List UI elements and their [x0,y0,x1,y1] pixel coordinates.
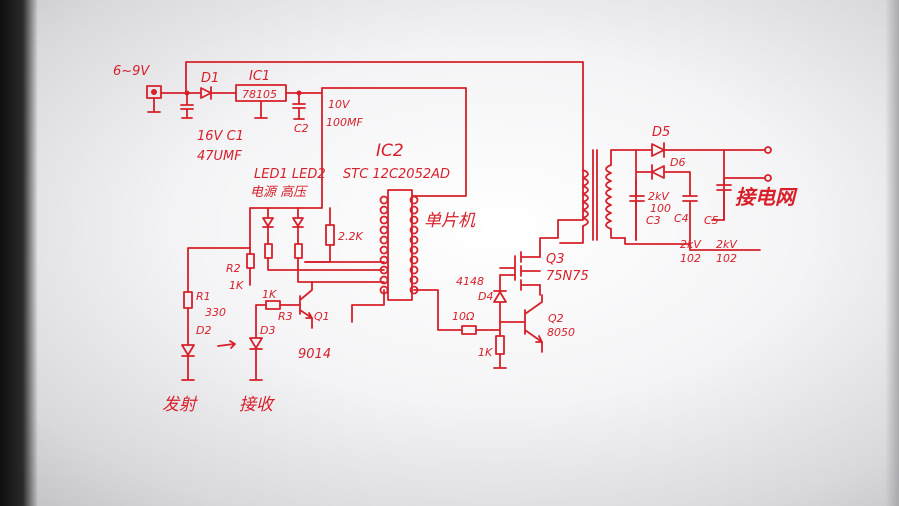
c4-value-label: 102 [680,252,701,265]
r2-value-label: 1K [229,279,244,292]
d4-part-label: 4148 [456,275,484,288]
r1-value-label: 330 [205,306,226,319]
d1-label: D1 [201,71,219,86]
d3-ir-receiver [249,337,263,381]
c4-voltage-label: 2kV [680,238,702,251]
d1-diode [200,86,212,100]
power-input-jack [146,85,162,113]
c3-voltage-label: 2kV [648,190,670,203]
receive-label: 接收 [239,395,275,415]
d5-diode [651,142,665,158]
transmit-label: 发射 [162,395,198,415]
r-1k-b-label: 1K [478,346,493,359]
r2-label: R2 [226,262,241,275]
r-2k2 [325,224,335,246]
secondary-wire [610,149,653,239]
d2-ir-led [181,344,195,381]
r1-resistor [183,291,193,309]
r2-resistor [246,253,255,269]
r-2k2-label: 2.2K [338,230,363,243]
ic2-pins-left [379,195,389,295]
r-1k-b [495,335,505,355]
q2-label: Q2 [548,312,564,325]
c2-capacitor [292,92,306,120]
c5-capacitor [711,149,732,221]
r-10-label: 10Ω [452,310,475,323]
q2-part-label: 8050 [547,326,575,339]
c1-capacitor [180,92,194,119]
c5-voltage-label: 2kV [716,238,738,251]
q1-part-label: 9014 [298,347,331,362]
d3-label: D3 [260,324,275,337]
r3-value-label: 1K [262,288,277,301]
r3-label: R3 [278,310,293,323]
c2-label: C2 [294,122,309,135]
r-10-ohm [461,325,477,335]
d6-diode [651,164,665,180]
d4-diode [493,274,516,323]
supply-voltage-label: 6~9V [113,64,150,79]
top-rail-to-transformer [185,61,584,171]
led-description: 电源 高压 [250,185,308,200]
c1-value-label: 16V C1 [197,129,244,144]
led2 [292,217,304,241]
grid-label: 接电网 [735,185,798,209]
ic2-ground [351,289,385,323]
led-labels: LED1 LED2 [254,167,326,182]
q1-label: Q1 [314,310,330,323]
c4-label: C4 [674,212,689,225]
c5-label: C5 [704,214,719,227]
c2-cap-label: 100MF [326,116,363,129]
d6-label: D6 [670,156,685,169]
c3-value-label: 100 [650,202,671,215]
r1-label: R1 [196,290,211,303]
d2-label: D2 [196,324,211,337]
led1 [262,217,274,241]
ic2-output-wire [413,289,463,331]
vcc-rail [311,87,467,197]
q3-part-label: 75N75 [546,269,589,284]
ic2-part-label: STC 12C2052AD [343,167,450,182]
q2-transistor [499,294,543,353]
c3-capacitor [629,179,645,241]
c5-value-label: 102 [716,252,737,265]
led-vcc-wire [249,92,323,249]
mcu-label: 单片机 [424,211,476,231]
q3-mosfet [499,169,584,296]
c3-label: C3 [646,214,661,227]
left-power-wire [187,247,251,293]
d5-label: D5 [652,125,670,140]
d4-label: D4 [478,290,493,303]
c4-capacitor [682,195,698,241]
ic1-label: IC1 [249,69,270,84]
hv-transformer [559,149,612,244]
ic2-label: IC2 [376,141,404,161]
q3-label: Q3 [546,252,565,267]
c2-voltage-label: 10V [328,98,351,111]
ic1-part-label: 78105 [242,88,277,101]
c1-cap-label: 47UMF [197,149,242,164]
ic2-microcontroller [379,189,419,301]
r3-resistor [265,300,281,310]
